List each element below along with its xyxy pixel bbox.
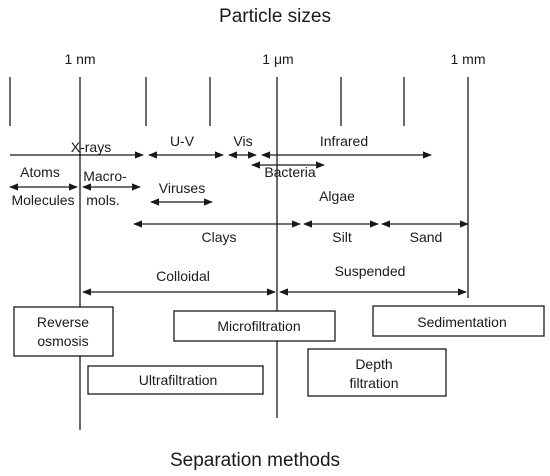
label-bacteria: Bacteria <box>264 164 316 180</box>
diagram-footer: Separation methods <box>170 450 340 471</box>
method-label-line1: Reverse <box>37 314 89 330</box>
method-label: Microfiltration <box>217 318 300 334</box>
label-infrared: Infrared <box>320 133 368 149</box>
method-box <box>372 305 545 337</box>
decade-ticks <box>9 77 405 126</box>
label-algae: Algae <box>319 188 355 204</box>
size-label-1mm: 1 mm <box>451 51 486 67</box>
label-suspended: Suspended <box>335 263 406 279</box>
label-silt: Silt <box>332 229 352 245</box>
diagram-title: Particle sizes <box>219 6 331 27</box>
method-box <box>13 306 114 357</box>
label-molecules: Molecules <box>11 192 74 208</box>
method-label: Sedimentation <box>417 314 507 330</box>
method-box <box>87 365 264 395</box>
label-viruses: Viruses <box>159 180 205 196</box>
label-uv: U-V <box>170 133 195 149</box>
method-ultrafiltration: Ultrafiltration <box>87 365 264 395</box>
size-label-1um: 1 μm <box>262 51 293 67</box>
method-sedimentation: Sedimentation <box>372 305 545 337</box>
method-depth-filtration: Depth filtration <box>307 348 447 397</box>
label-atoms: Atoms <box>20 164 60 180</box>
method-box <box>307 348 447 397</box>
method-label-line2: filtration <box>349 375 398 391</box>
size-label-1nm: 1 nm <box>64 51 95 67</box>
label-vis: Vis <box>233 133 252 149</box>
label-colloidal: Colloidal <box>156 268 210 284</box>
label-xrays: X-rays <box>71 139 111 155</box>
label-macromolecules-line2: mols. <box>86 192 119 208</box>
method-box <box>173 310 336 342</box>
method-label-line1: Depth <box>355 356 392 372</box>
label-sand: Sand <box>410 229 443 245</box>
label-clays: Clays <box>201 229 236 245</box>
label-macromolecules-line1: Macro- <box>83 168 127 184</box>
method-label: Ultrafiltration <box>139 372 218 388</box>
method-microfiltration: Microfiltration <box>173 310 336 342</box>
method-label-line2: osmosis <box>37 333 88 349</box>
method-reverse-osmosis: Reverse osmosis <box>13 306 114 357</box>
